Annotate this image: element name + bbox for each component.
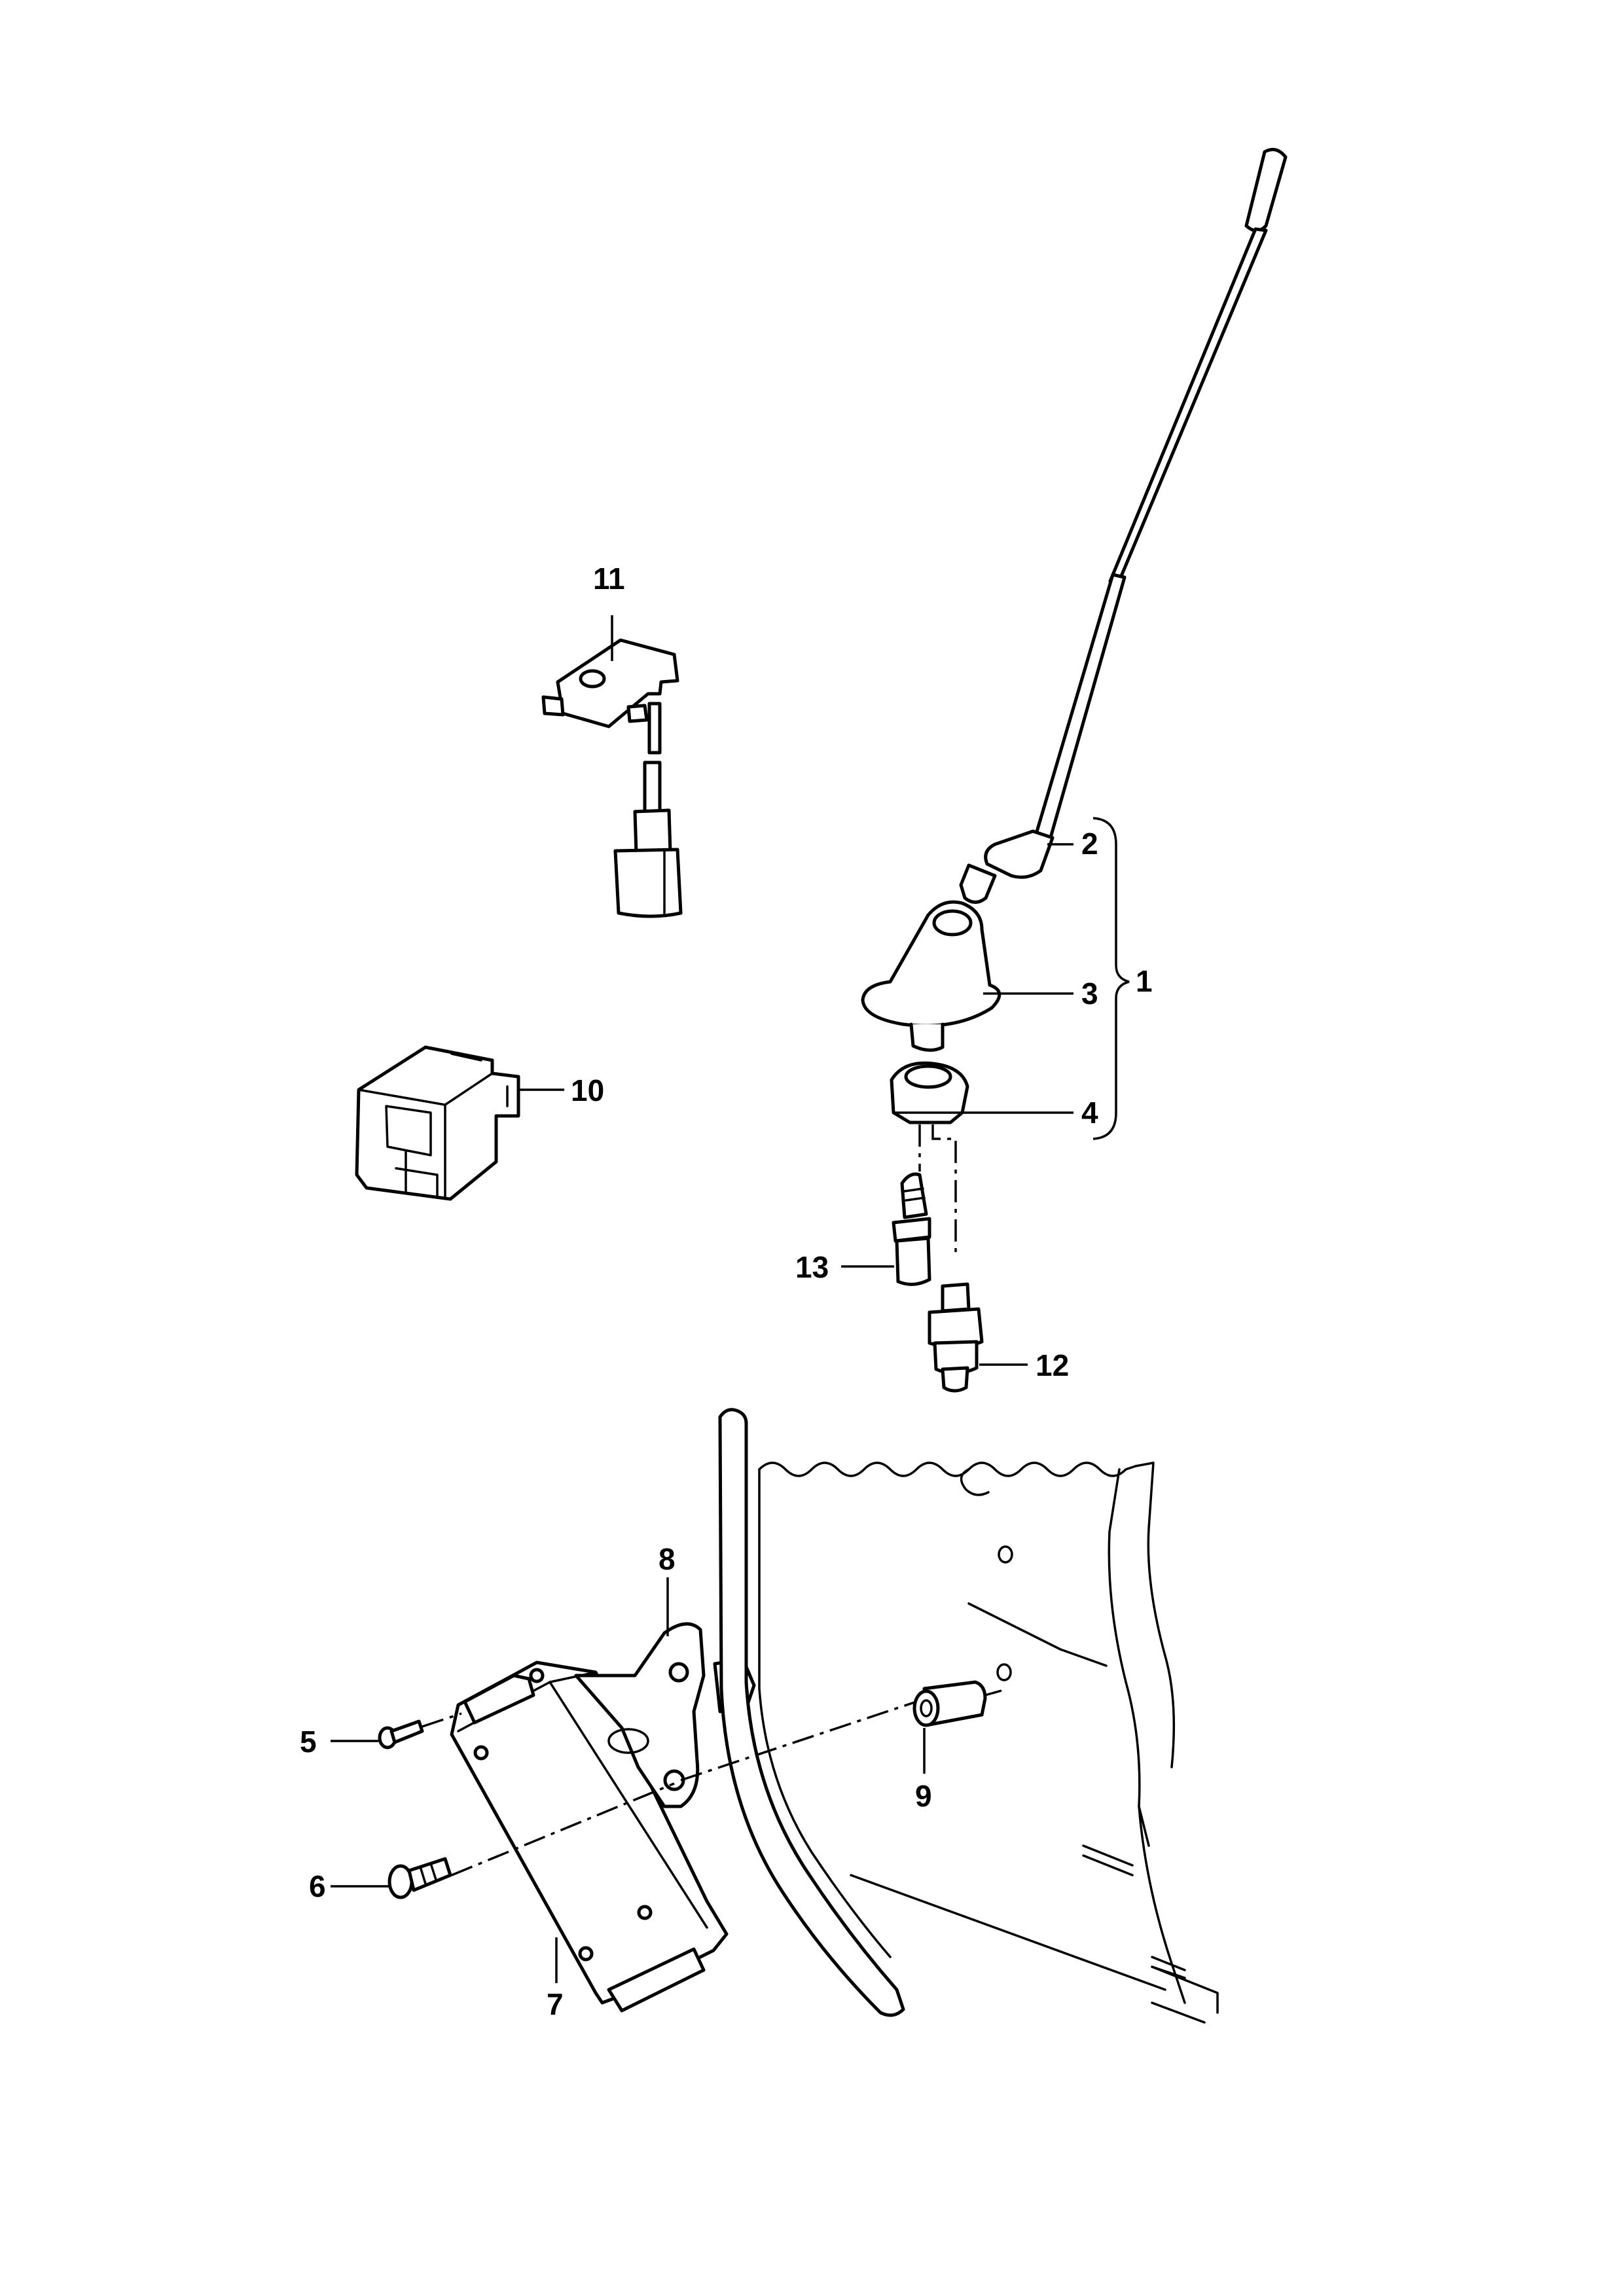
callout-2: 2 — [1081, 827, 1098, 861]
mounting-axis-lines — [422, 1689, 1002, 1876]
screw-5 — [378, 1719, 424, 1749]
callout-10: 10 — [571, 1073, 604, 1107]
callout-labels: 1 2 3 4 5 6 7 8 9 10 11 12 13 — [300, 562, 1153, 2021]
clip-9 — [912, 1680, 987, 1727]
callout-13: 13 — [795, 1250, 829, 1284]
switch-10 — [355, 1045, 520, 1201]
antenna-nut — [890, 1061, 969, 1124]
callout-9: 9 — [915, 1779, 932, 1813]
antenna-connector-12 — [928, 1282, 984, 1393]
connector-clip-11 — [541, 638, 683, 918]
vehicle-body-panel — [718, 1408, 1219, 2024]
callout-7: 7 — [547, 1987, 564, 2021]
callout-4: 4 — [1081, 1096, 1098, 1130]
antenna-connection-lines — [918, 1124, 957, 1257]
callout-6: 6 — [309, 1869, 326, 1903]
antenna-base — [861, 900, 1001, 1052]
callout-12: 12 — [1036, 1348, 1069, 1382]
antenna-connector-13 — [892, 1172, 931, 1286]
callout-8: 8 — [659, 1542, 676, 1576]
antenna-mast — [959, 147, 1288, 904]
callout-11: 11 — [593, 562, 625, 596]
callout-1: 1 — [1136, 964, 1153, 998]
leader-lines — [331, 615, 1074, 1983]
callout-5: 5 — [300, 1725, 317, 1759]
assembly-bracket — [1092, 817, 1130, 1140]
bolt-6 — [388, 1857, 452, 1899]
callout-3: 3 — [1081, 977, 1098, 1011]
